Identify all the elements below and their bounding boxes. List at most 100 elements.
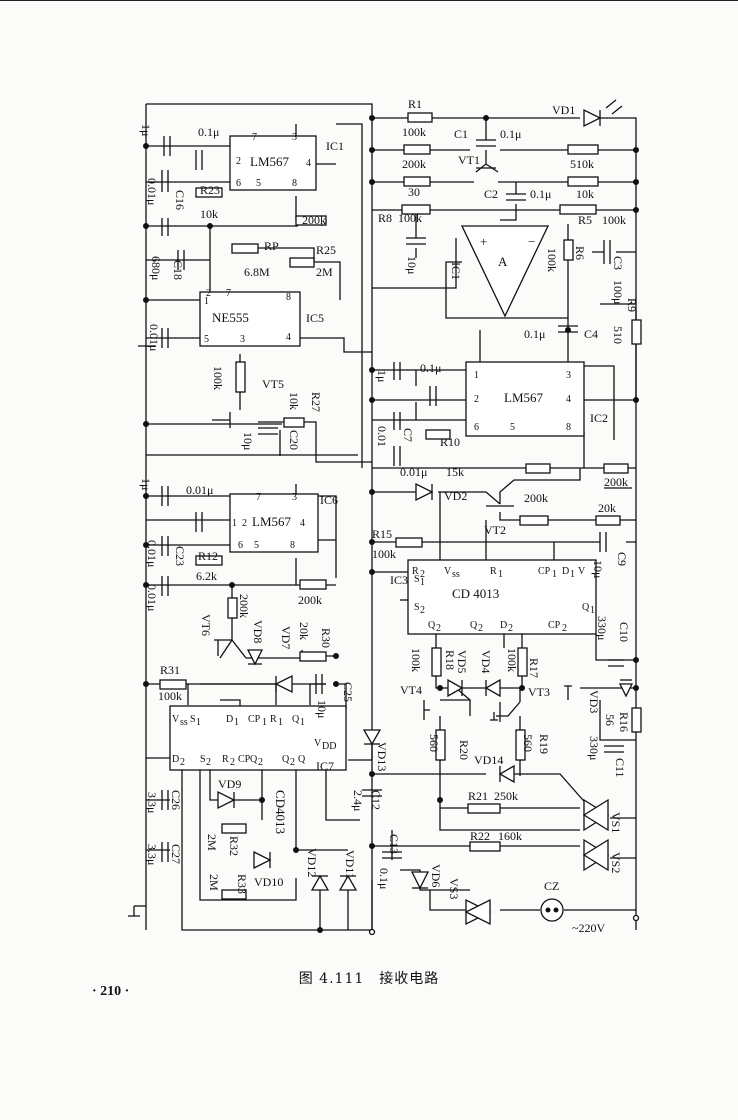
- svg-text:2: 2: [206, 757, 211, 768]
- misc-symbols: [138, 345, 640, 936]
- svg-text:2: 2: [242, 518, 247, 529]
- component-labels: R1 100k C1 0.1μ VD1 200k VT1 510k 30 C2 …: [139, 97, 639, 935]
- svg-text:R: R: [490, 566, 497, 577]
- svg-text:S: S: [200, 754, 206, 765]
- svg-text:10μ: 10μ: [315, 700, 329, 718]
- svg-text:0.1μ: 0.1μ: [530, 187, 551, 201]
- svg-text:C7: C7: [401, 428, 415, 442]
- svg-text:Q: Q: [298, 754, 306, 765]
- svg-text:C2: C2: [484, 187, 498, 201]
- svg-text:3: 3: [240, 334, 245, 345]
- svg-text:1μ: 1μ: [375, 370, 389, 382]
- svg-text:C26: C26: [169, 790, 183, 810]
- svg-text:R32: R32: [227, 836, 241, 856]
- svg-text:CP: CP: [548, 620, 561, 631]
- svg-text:2M: 2M: [207, 874, 221, 891]
- svg-text:1: 1: [278, 717, 283, 728]
- svg-text:Q: Q: [250, 754, 258, 765]
- figure-caption: 图 4.111 接收电路: [298, 971, 440, 987]
- svg-text:VS3: VS3: [447, 878, 461, 899]
- svg-text:VD14: VD14: [474, 753, 503, 767]
- svg-text:0.1μ: 0.1μ: [500, 127, 521, 141]
- ic1-lm567: LM567 7 3 2 4 6 5 8 IC1: [229, 132, 344, 191]
- svg-text:A: A: [498, 254, 508, 269]
- svg-text:2: 2: [180, 757, 185, 768]
- svg-text:3: 3: [292, 132, 297, 143]
- svg-text:IC7: IC7: [316, 759, 334, 773]
- svg-text:2: 2: [290, 757, 295, 768]
- svg-text:R23: R23: [200, 183, 220, 197]
- resistors: [159, 112, 642, 900]
- svg-text:8: 8: [290, 540, 295, 551]
- svg-text:V: V: [444, 566, 452, 577]
- svg-text:R: R: [270, 714, 277, 725]
- svg-text:+: +: [480, 234, 487, 249]
- svg-text:IC2: IC2: [590, 411, 608, 425]
- svg-text:6.2k: 6.2k: [196, 569, 217, 583]
- svg-text:3.3μ: 3.3μ: [145, 792, 159, 813]
- svg-text:2: 2: [236, 156, 241, 167]
- svg-text:100k: 100k: [372, 547, 396, 561]
- svg-text:510: 510: [611, 326, 625, 344]
- svg-text:3: 3: [292, 492, 297, 503]
- svg-text:R31: R31: [160, 663, 180, 677]
- svg-text:4: 4: [300, 518, 305, 529]
- svg-text:R5: R5: [578, 213, 592, 227]
- svg-text:0.01μ: 0.01μ: [145, 540, 159, 567]
- svg-text:8: 8: [292, 178, 297, 189]
- svg-text:100k: 100k: [398, 211, 422, 225]
- svg-text:560: 560: [521, 734, 535, 752]
- svg-text:R8: R8: [378, 211, 392, 225]
- svg-text:1: 1: [590, 605, 595, 616]
- svg-text:5: 5: [254, 540, 259, 551]
- wires-left: [128, 103, 373, 931]
- svg-text:C23: C23: [173, 546, 187, 566]
- svg-text:2M: 2M: [316, 265, 333, 279]
- svg-text:D: D: [226, 714, 233, 725]
- svg-text:C27: C27: [169, 844, 183, 864]
- svg-text:1: 1: [300, 717, 305, 728]
- svg-text:8: 8: [286, 292, 291, 303]
- svg-text:2: 2: [562, 623, 567, 634]
- svg-text:100k: 100k: [505, 648, 519, 672]
- svg-text:1: 1: [552, 569, 557, 580]
- svg-text:10μ: 10μ: [405, 256, 419, 274]
- svg-text:2: 2: [474, 394, 479, 405]
- svg-text:6: 6: [238, 540, 243, 551]
- svg-text:VD11: VD11: [343, 850, 357, 879]
- svg-text:VD8: VD8: [251, 620, 265, 643]
- svg-text:10k: 10k: [287, 392, 301, 410]
- svg-text:CD4013: CD4013: [273, 790, 288, 834]
- svg-text:R21: R21: [468, 789, 488, 803]
- svg-text:V: V: [172, 714, 180, 725]
- svg-text:DD: DD: [322, 741, 336, 752]
- svg-text:30: 30: [408, 185, 420, 199]
- svg-text:CP: CP: [238, 754, 251, 765]
- svg-text:4: 4: [566, 394, 571, 405]
- svg-text:IC3: IC3: [390, 573, 408, 587]
- svg-text:6: 6: [474, 422, 479, 433]
- svg-text:2.4μ: 2.4μ: [351, 790, 365, 811]
- svg-text:VD9: VD9: [218, 777, 241, 791]
- svg-text:R9: R9: [625, 298, 639, 312]
- svg-text:C18: C18: [171, 260, 185, 280]
- transistors: [212, 167, 514, 722]
- svg-text:7: 7: [252, 132, 257, 143]
- svg-text:1μ: 1μ: [139, 124, 153, 136]
- svg-text:C3: C3: [611, 256, 625, 270]
- svg-text:510k: 510k: [570, 157, 594, 171]
- svg-text:0.01μ: 0.01μ: [145, 584, 159, 611]
- ic2-lm567: LM567 3 1 2 4 6 5 8 IC2: [465, 361, 608, 437]
- svg-text:200k: 200k: [604, 475, 628, 489]
- svg-text:4: 4: [306, 158, 311, 169]
- svg-text:VD2: VD2: [444, 489, 467, 503]
- svg-text:R25: R25: [316, 243, 336, 257]
- svg-text:R19: R19: [537, 734, 551, 754]
- svg-text:R18: R18: [443, 650, 457, 670]
- svg-text:Q: Q: [292, 714, 300, 725]
- svg-text:R16: R16: [617, 712, 631, 732]
- svg-text:1: 1: [570, 569, 575, 580]
